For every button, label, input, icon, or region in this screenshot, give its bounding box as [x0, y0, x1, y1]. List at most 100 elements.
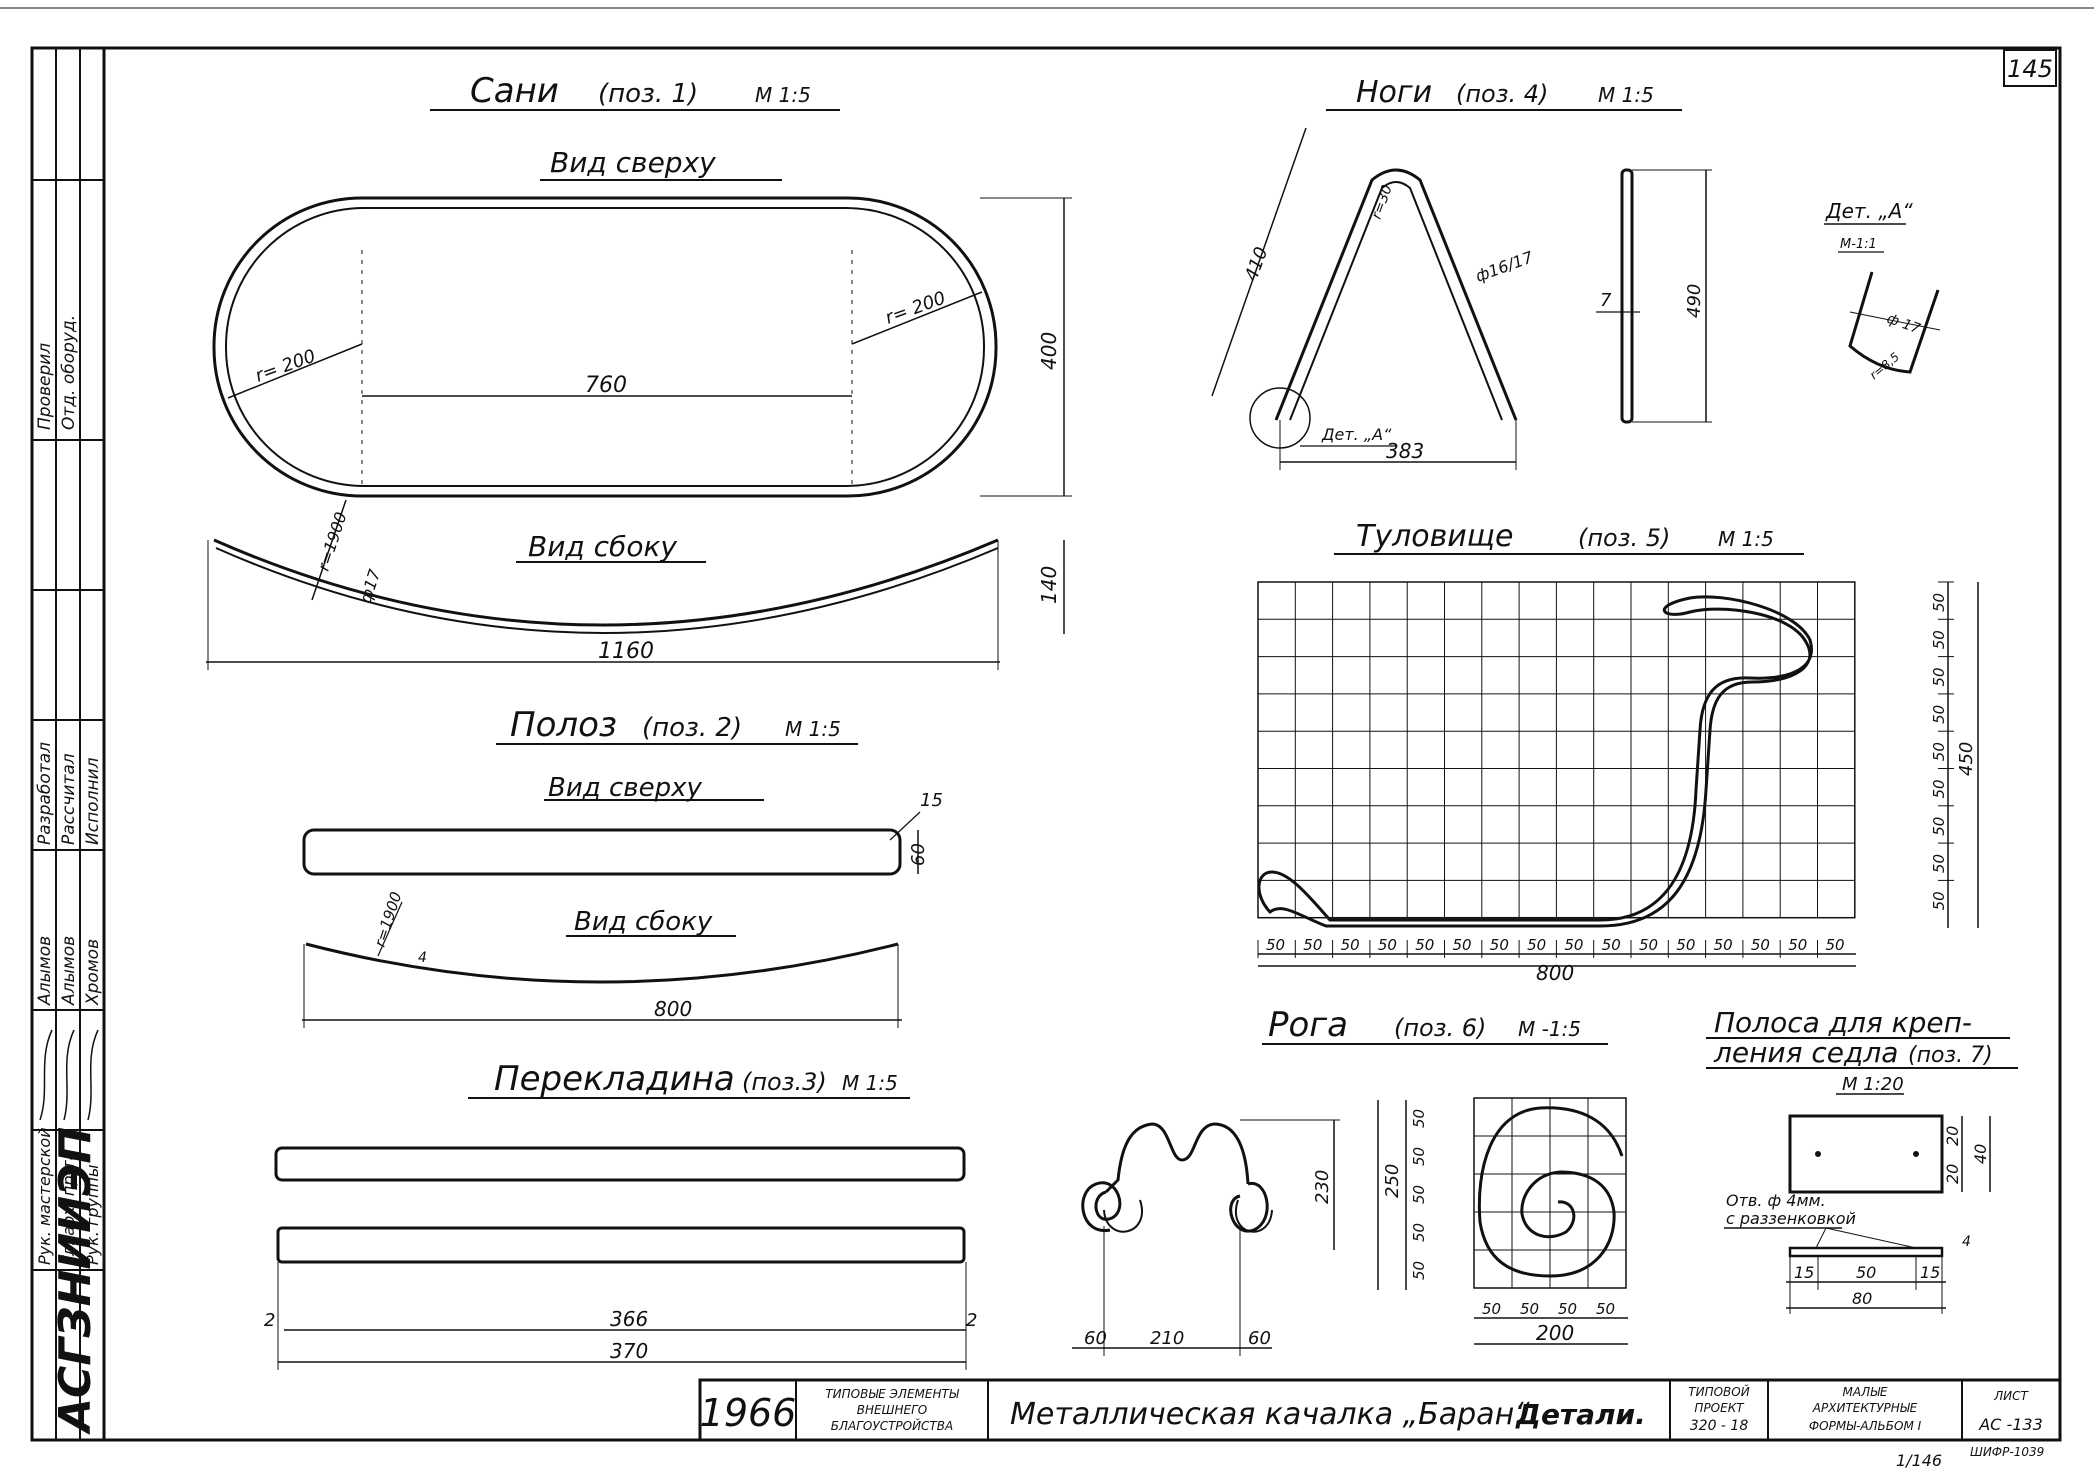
poloz-side-view-label: Вид сбоку [574, 907, 713, 937]
tul-bottom-cell-label: 50 [1415, 936, 1434, 954]
tul-bottom-cell-label: 50 [1564, 936, 1583, 954]
dim-sani-760: 760 [585, 373, 627, 398]
roga-front-view [1081, 1122, 1269, 1233]
dim-pol-15-right: 15 [1920, 1263, 1940, 1282]
polosa-scale: М 1:20 [1842, 1074, 1904, 1095]
tul-side-cell-label: 50 [1930, 668, 1948, 687]
dim-pol-4: 4 [1962, 1234, 1971, 1250]
dim-pol-20-bottom: 20 [1943, 1164, 1962, 1184]
roga-grid [1473, 1097, 1627, 1289]
poloz-side-outline [305, 942, 899, 984]
name-1: Алымов [35, 936, 55, 1006]
signatures [39, 1029, 99, 1121]
roga-bottom-cell-label: 50 [1596, 1300, 1615, 1318]
detail-a-reference: Дет. „А“ [1321, 425, 1392, 444]
title-block: 1966 ТИПОВЫЕ ЭЛЕМЕНТЫ ВНЕШНЕГО БЛАГОУСТР… [698, 1378, 2062, 1442]
nogi-title: Ноги [1356, 75, 1432, 110]
dim-per-370: 370 [610, 1339, 648, 1363]
dim-tul-450: 450 [1956, 742, 1977, 776]
tul-bottom-cell-label: 50 [1490, 936, 1509, 954]
roga-bottom-cell-label: 50 [1482, 1300, 1501, 1318]
stamp-sheet-label: ЛИСТ [1993, 1389, 2029, 1403]
detail-a-drawing [1848, 271, 1940, 374]
sani-side-outline [213, 538, 999, 627]
polosa-note-line1: Отв. ф 4мм. [1726, 1191, 1826, 1210]
sani-section: Сани (поз. 1) М 1:5 Вид сверху 760 r= 20… [206, 71, 1072, 670]
poloz-section: Полоз (поз. 2) М 1:5 Вид сверху 60 15 Ви… [302, 705, 943, 1028]
poloz-top-outline [302, 828, 902, 876]
footer-cipher: ШИФР-1039 [1970, 1445, 2044, 1459]
dim-sani-d17: ф17 [356, 566, 385, 605]
poloz-top-view-label: Вид сверху [548, 773, 702, 803]
tul-bottom-cell-label: 50 [1266, 936, 1285, 954]
perekladina-title: Перекладина [494, 1059, 735, 1099]
dim-per-366: 366 [610, 1307, 648, 1331]
perekladina-scale: М 1:5 [842, 1071, 898, 1095]
role-dept: Отд. оборуд. [59, 315, 79, 430]
poloz-scale: М 1:5 [785, 717, 841, 741]
dim-roga-60-right: 60 [1248, 1328, 1271, 1349]
dim-roga-230: 230 [1312, 1170, 1333, 1204]
dim-pol-80: 80 [1852, 1289, 1872, 1308]
organization-name: АСГЗНИИЭП [50, 1127, 101, 1435]
tul-bottom-cell-label: 50 [1453, 936, 1472, 954]
dim-nogi-410: 410 [1241, 244, 1272, 283]
polosa-plan [1788, 1114, 1944, 1194]
dim-nogi-383: 383 [1386, 439, 1424, 463]
dim-sani-400: 400 [1037, 332, 1061, 370]
dim-roga-250: 250 [1382, 1164, 1403, 1198]
tul-bottom-cell-label: 50 [1303, 936, 1322, 954]
dim-sani-1160: 1160 [598, 639, 654, 664]
roga-bottom-cell-label: 50 [1520, 1300, 1539, 1318]
dim-per-2-left: 2 [264, 1310, 275, 1331]
perekladina-pos: (поз.3) [742, 1068, 827, 1096]
nogi-section: Ноги (поз. 4) М 1:5 410 r=30 ф16/17 383 … [1211, 75, 1941, 470]
dim-sani-r-right: r= 200 [883, 288, 949, 329]
roga-side-cell-label: 50 [1410, 1223, 1428, 1242]
tul-bottom-cell-label: 50 [1826, 936, 1845, 954]
tul-side-cell-label: 50 [1930, 593, 1948, 612]
stamp-sheet-code: АС -133 [1978, 1415, 2043, 1434]
role-checked: Проверил [35, 343, 55, 430]
tul-side-cell-label: 50 [1930, 891, 1948, 910]
page-number: 145 [2007, 55, 2053, 83]
stamp-project-2: ПРОЕКТ [1694, 1401, 1745, 1415]
tulovishche-scale: М 1:5 [1718, 527, 1774, 551]
footer-page: 1/146 [1896, 1451, 1942, 1470]
page-number-box [2003, 49, 2057, 87]
name-2: Алымов [59, 936, 79, 1006]
dim-det-r85: r=8,5 [1867, 350, 1902, 383]
roga-pos: (поз. 6) [1394, 1014, 1486, 1042]
dim-per-2-right: 2 [966, 1310, 977, 1331]
tul-bottom-cell-label: 50 [1788, 936, 1807, 954]
tul-bottom-cell-label: 50 [1378, 936, 1397, 954]
polosa-note-line2: с раззенковкой [1726, 1209, 1856, 1228]
roga-side-spiral [1477, 1106, 1624, 1278]
stamp-album-3: ФОРМЫ-АЛЬБОМ I [1809, 1419, 1922, 1433]
tul-bottom-cell-label: 50 [1341, 936, 1360, 954]
sani-top-outline [212, 196, 998, 498]
polosa-section: Полоса для креп- ления седла (поз. 7) М … [1706, 1006, 2018, 1314]
dim-nogi-7: 7 [1600, 290, 1612, 311]
name-3: Хромов [83, 939, 103, 1006]
dim-nogi-d1617: ф16/17 [1473, 247, 1536, 286]
dim-tul-800: 800 [1536, 961, 1574, 985]
side-signature-block: Проверил Отд. оборуд. Разработал Рассчит… [32, 48, 104, 1440]
dim-nogi-490: 490 [1684, 284, 1705, 318]
nogi-scale: М 1:5 [1598, 83, 1654, 107]
stamp-project-3: 320 - 18 [1690, 1418, 1749, 1434]
stamp-year: 1966 [700, 1391, 797, 1435]
perekladina-section: Перекладина (поз.3) М 1:5 2 2 366 370 [264, 1059, 977, 1370]
perekladina-view-1 [274, 1146, 966, 1182]
tulovishche-pos: (поз. 5) [1578, 524, 1670, 552]
dim-poloz-15: 15 [920, 790, 943, 811]
dim-roga-60-left: 60 [1084, 1328, 1107, 1349]
tul-bottom-cell-label: 50 [1639, 936, 1658, 954]
tul-side-cell-label: 50 [1930, 779, 1948, 798]
dim-roga-210: 210 [1150, 1328, 1184, 1349]
polosa-section-view [1788, 1246, 1944, 1258]
roga-side-cell-label: 50 [1410, 1147, 1428, 1166]
